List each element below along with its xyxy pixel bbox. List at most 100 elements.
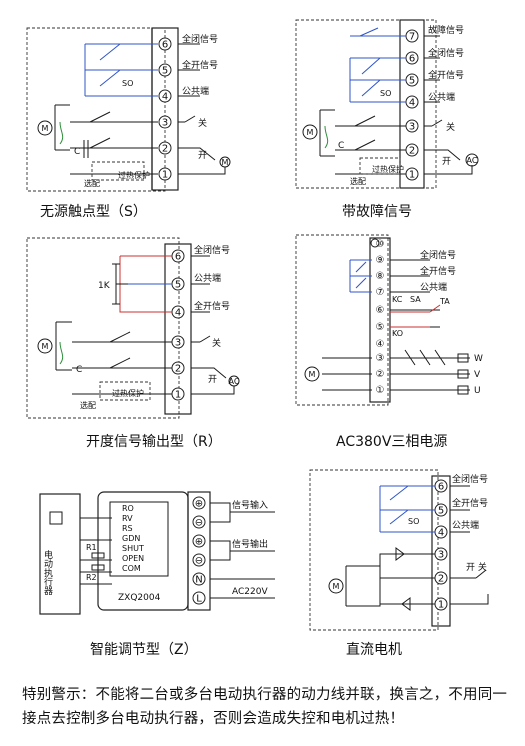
- terminal-7: ⑦: [376, 287, 385, 298]
- signal-out-label: 信号输出: [232, 538, 268, 550]
- terminal-in-plus: ⊕: [195, 499, 203, 510]
- panel-fault-caption: 带故障信号: [342, 204, 412, 220]
- select-label: 选配: [350, 176, 366, 186]
- select-label: 选配: [84, 178, 100, 188]
- open-close-label: 开 关: [466, 561, 487, 573]
- common-label: 公共端: [194, 272, 221, 284]
- terminal-7: 7: [409, 32, 415, 43]
- terminal-4: 4: [438, 528, 444, 539]
- full-open-label: 全开信号: [420, 265, 456, 277]
- close-label: 关: [446, 121, 455, 133]
- full-open-label: 全开信号: [182, 59, 218, 71]
- common-label: 公共端: [182, 85, 209, 97]
- motor-label: M: [309, 370, 316, 379]
- z-terminals: ⊕ ⊖ ⊕ ⊖ N L: [192, 496, 206, 605]
- common-label: 公共端: [428, 91, 455, 103]
- terminal-1: ①: [376, 385, 385, 396]
- ac-label: AC: [229, 377, 240, 386]
- pin-open: OPEN: [122, 554, 144, 563]
- terminal-3: 3: [162, 118, 168, 129]
- thermal-box: [359, 157, 401, 175]
- panel-s-terminal-strip: [151, 27, 179, 191]
- terminal-6: 6: [175, 252, 181, 263]
- pin-rs: RS: [122, 524, 133, 533]
- full-open-label: 全开信号: [428, 69, 464, 81]
- panel-s-terminals: 6 5 4 3 2 1: [158, 37, 172, 181]
- full-close-label: 全闭信号: [420, 249, 456, 261]
- terminal-3: 3: [175, 338, 181, 349]
- motor-label: M: [333, 582, 340, 591]
- motor-label: M: [307, 128, 314, 137]
- terminal-2: 2: [162, 144, 168, 155]
- motor-symbol: [328, 578, 344, 594]
- panel-ac380-terminals: ⑩ ⑨ ⑧ ⑦ ⑥ ⑤ ④ ③ ② ①: [376, 239, 385, 396]
- terminal-4: 4: [409, 98, 415, 109]
- panel-fault: 7 6 5 4 3 2 1 SO M C 选配 过热保护 故障信号 全闭信号 全…: [295, 19, 479, 220]
- phase-v-label: V: [474, 370, 481, 380]
- terminal-4: ④: [376, 339, 385, 350]
- r2-label: R2: [86, 573, 97, 582]
- terminal-6: 6: [162, 40, 168, 51]
- capacitor-label: C: [74, 147, 80, 157]
- ac-source: [228, 375, 240, 387]
- panel-fault-border: [295, 19, 437, 189]
- thermal-label: 过热保护: [372, 164, 404, 174]
- full-close-label: 全闭信号: [428, 47, 464, 59]
- pin-rv: RV: [122, 514, 133, 523]
- m2-label: M: [222, 158, 229, 167]
- common-label: 公共端: [452, 519, 479, 531]
- terminal-3: 3: [409, 122, 415, 133]
- r1-label: R1: [86, 543, 97, 552]
- terminal-9: ⑨: [376, 255, 385, 266]
- full-open-label: 全开信号: [194, 300, 230, 312]
- pin-com: COM: [122, 564, 141, 573]
- terminal-2: ②: [376, 369, 385, 380]
- panel-s: 6 5 4 3 2 1 SO M C 选配 过热保护 全闭信号 全开信号 公共端…: [26, 27, 231, 220]
- terminal-1: 1: [175, 390, 181, 401]
- motor-symbol: [37, 120, 53, 136]
- terminal-1: 1: [409, 170, 415, 181]
- thermal-label: 过热保护: [118, 170, 150, 180]
- terminal-5: 5: [162, 66, 168, 77]
- terminal-1: 1: [162, 170, 168, 181]
- actuator-text: 电动执行器: [42, 549, 53, 595]
- kc-label: KC: [392, 295, 403, 304]
- z-terminal-strip: [187, 491, 211, 611]
- panel-r-terminals: 6 5 4 3 2 1: [171, 249, 185, 401]
- panel-r-caption: 开度信号输出型（R）: [86, 434, 222, 450]
- controller-model: ZXQ2004: [118, 593, 161, 603]
- panel-s-caption: 无源触点型（S）: [40, 204, 147, 220]
- terminal-5: ⑤: [376, 322, 385, 333]
- fault-label: 故障信号: [428, 24, 464, 36]
- select-label: 选配: [80, 400, 96, 410]
- terminal-6: ⑥: [376, 305, 385, 316]
- controller-pins: RO RV RS GDN SHUT OPEN COM: [122, 504, 144, 573]
- close-label: 关: [212, 337, 221, 349]
- panel-dc: 6 5 4 3 2 1 SO 全闭信号 全开信号 公共端 M 开 关 直流电机: [309, 469, 489, 658]
- terminal-n: N: [195, 575, 202, 586]
- terminal-3: 3: [438, 550, 444, 561]
- open-label: 开: [208, 374, 217, 385]
- terminal-10: ⑩: [376, 239, 385, 250]
- terminal-2: 2: [409, 146, 415, 157]
- panel-r: 6 5 4 3 2 1 1K M C 选配 过热保护 全闭信号 公共端 全开信号…: [26, 237, 240, 450]
- terminal-out-plus: ⊕: [195, 537, 203, 548]
- pin-gdn: GDN: [122, 534, 140, 543]
- full-close-label: 全闭信号: [194, 244, 230, 256]
- phase-w-label: W: [474, 354, 483, 364]
- phase-u-label: U: [474, 386, 481, 396]
- terminal-5: 5: [438, 506, 444, 517]
- so-label: SO: [408, 517, 419, 526]
- capacitor-label: C: [76, 365, 82, 375]
- terminal-2: 2: [438, 574, 444, 585]
- pin-block: [109, 501, 169, 577]
- panel-ac380-border: [295, 234, 389, 406]
- terminal-4: 4: [162, 92, 168, 103]
- terminal-4: 4: [175, 308, 181, 319]
- common-label: 公共端: [420, 281, 447, 293]
- terminal-1: 1: [438, 600, 444, 611]
- ac-label: AC: [467, 156, 478, 165]
- terminal-5: 5: [409, 76, 415, 87]
- terminal-6: 6: [409, 54, 415, 65]
